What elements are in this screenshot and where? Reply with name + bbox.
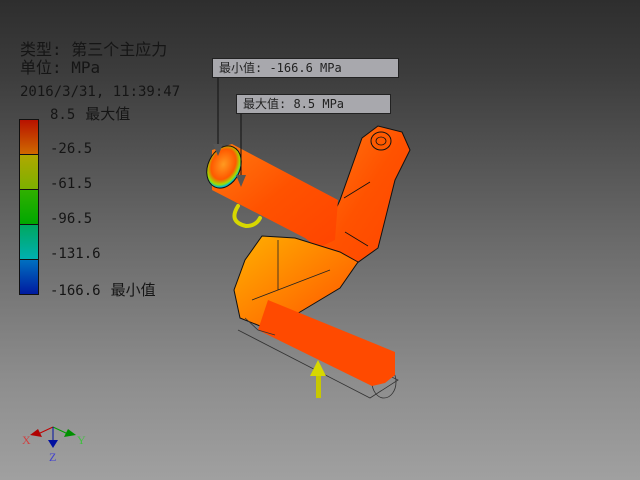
constraint-ring-icon [232,204,262,229]
y-axis-arrow-icon [64,429,76,437]
cylinder-end-cap [206,145,242,189]
z-axis-label: Z [49,450,56,464]
color-segment-5 [20,260,38,294]
scale-tick-max: 8.5 最大值 [50,103,130,124]
color-segment-1 [20,120,38,155]
model-upper-cylinder [212,144,338,248]
min-pointer-icon [213,144,223,156]
tick-value: -96.5 [50,211,93,227]
pin-hole [370,131,392,151]
min-tag: 最小值 [110,281,156,299]
tick-value: -166.6 [50,283,101,299]
max-pointer-icon [236,175,246,187]
tick-value: -26.5 [50,141,93,157]
y-axis-label: Y [77,433,86,447]
scale-tick: -131.6 [50,246,101,262]
color-segment-4 [20,225,38,260]
color-segment-2 [20,155,38,190]
timestamp-label: 2016/3/31, 11:39:47 [20,84,181,100]
unit-label: 单位: MPa [20,58,101,77]
x-axis-label: X [22,433,31,447]
tick-value: 8.5 [50,107,76,123]
tick-value: -131.6 [50,246,101,262]
scale-tick: -96.5 [50,211,92,227]
max-tag: 最大值 [85,105,131,123]
tick-value: -61.5 [50,176,93,192]
color-segment-3 [20,190,38,225]
scale-tick: -26.5 [50,141,92,157]
axis-triad[interactable]: X Y Z [18,420,88,470]
scale-tick: -61.5 [50,176,92,192]
color-scale-bar [19,119,39,295]
z-axis-arrow-icon [48,440,58,448]
model-lower-cylinder [258,300,395,386]
scale-tick-min: -166.6 最小值 [50,279,156,300]
max-value-callout: 最大值: 8.5 MPa [236,94,391,114]
result-type-label: 类型: 第三个主应力 [20,40,168,59]
force-arrow-icon [310,360,326,398]
x-axis-arrow-icon [30,429,42,437]
min-value-callout: 最小值: -166.6 MPa [212,58,399,78]
